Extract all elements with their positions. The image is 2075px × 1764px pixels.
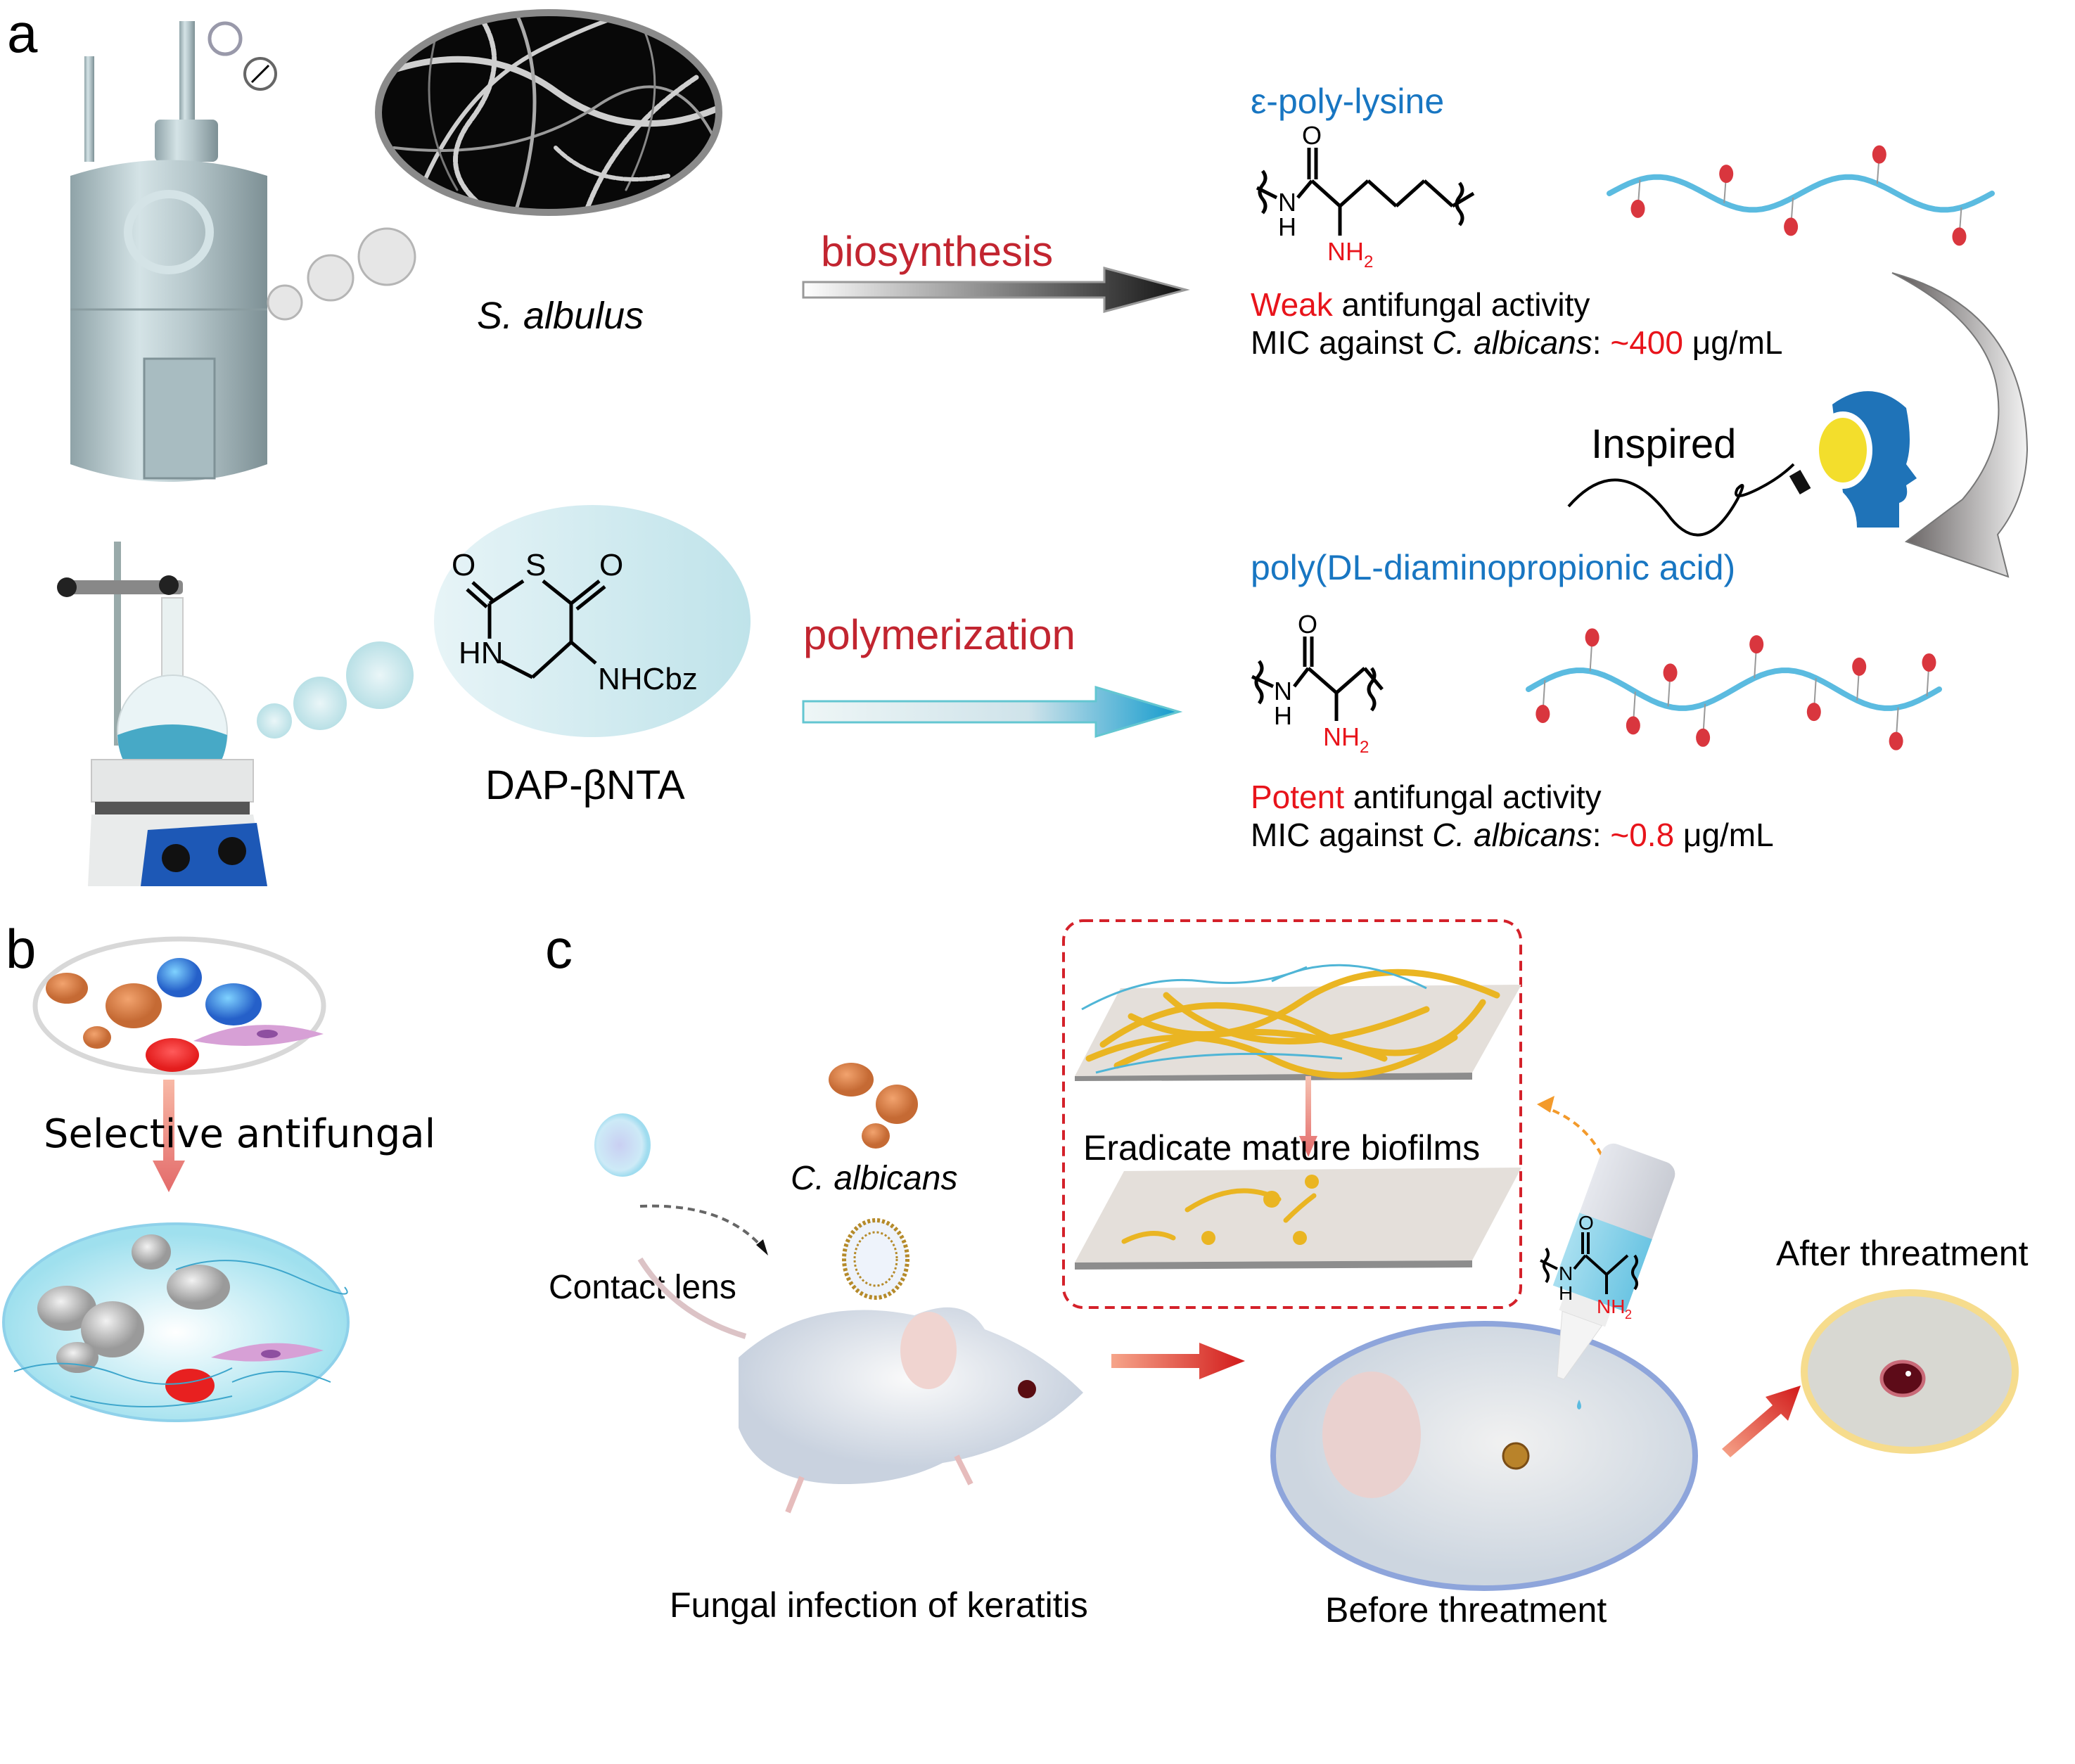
amine-bead	[1536, 704, 1550, 723]
epsilon-poly-lysine-title: ε-poly-lysine	[1251, 82, 1445, 121]
svg-text:NH: NH	[1597, 1296, 1625, 1317]
poly-dap-chain-model	[1526, 628, 1942, 750]
amine-bead	[1626, 716, 1640, 735]
svg-text:O: O	[599, 548, 623, 582]
potent-activity-text: Potent antifungal activity	[1251, 779, 1602, 815]
svg-text:H: H	[1278, 212, 1296, 241]
polymer-strands	[13, 1260, 348, 1407]
epsilon-poly-lysine-structure: O N H NH 2	[1256, 121, 1475, 271]
biosynthesis-label: biosynthesis	[821, 228, 1054, 275]
before-treatment-label: Before threatment	[1325, 1590, 1607, 1630]
svg-text:O: O	[452, 548, 475, 582]
weak-qualifier: Weak	[1251, 286, 1333, 323]
svg-text:HN: HN	[459, 636, 504, 670]
svg-text:S: S	[525, 548, 546, 582]
epsilon-poly-lysine-chain-model	[1607, 145, 1995, 246]
poly-dap-title: poly(DL-diaminopropionic acid)	[1251, 548, 1736, 587]
svg-text:H: H	[1274, 701, 1292, 730]
eye-dropper-bottle	[1552, 1143, 1675, 1410]
selective-antifungal-label: Selective antifungal	[44, 1111, 436, 1157]
thought-bubbles-top	[267, 227, 416, 321]
arrow-to-before	[1111, 1343, 1245, 1379]
amine-bead	[1872, 145, 1886, 164]
after-treatment-circle	[1801, 1289, 2019, 1454]
mouse-illustration	[637, 1257, 1083, 1514]
svg-text:2: 2	[1364, 253, 1373, 271]
polymerization-label: polymerization	[803, 611, 1075, 658]
amine-bead	[1719, 165, 1734, 184]
svg-text:2: 2	[1360, 738, 1369, 757]
infected-lens-icon	[842, 1218, 909, 1300]
fungal-infection-label: Fungal infection of keratitis	[670, 1585, 1088, 1625]
potent-qualifier: Potent	[1251, 779, 1344, 815]
polymer-backbone	[1526, 667, 1942, 711]
biofilm-down-arrow	[1299, 1076, 1317, 1157]
svg-text:O: O	[1578, 1212, 1594, 1234]
biofilm-box	[1062, 919, 1522, 1309]
poly-dap-structure: O N H NH 2	[1251, 610, 1384, 757]
s-albulus-label: S. albulus	[477, 295, 644, 337]
svg-text:N: N	[1278, 188, 1296, 217]
lightbulb-head-icon	[1567, 391, 1917, 537]
amine-bead	[1630, 199, 1645, 218]
carbonyl-o: O	[1302, 121, 1322, 150]
svg-text:N: N	[1559, 1263, 1573, 1284]
mic-top-value: ~400	[1610, 324, 1683, 361]
arrow-to-after	[1722, 1386, 1801, 1457]
mic-bottom-value: ~0.8	[1610, 817, 1675, 853]
svg-text:2: 2	[1625, 1308, 1632, 1322]
polymer-backbone	[1607, 174, 1995, 213]
svg-text:O: O	[1298, 610, 1317, 639]
panel-label-b: b	[6, 918, 37, 980]
amine-bead	[1585, 628, 1600, 647]
svg-text:NH: NH	[1327, 237, 1364, 266]
weak-activity-text: Weak antifungal activity	[1251, 286, 1590, 323]
c-albicans-cells	[829, 1063, 918, 1149]
after-treatment-label: After threatment	[1776, 1234, 2029, 1273]
biosynthesis-arrow	[802, 267, 1190, 313]
cells-before-contents	[46, 958, 324, 1072]
amine-bead	[1922, 653, 1936, 672]
panel-label-c: c	[545, 918, 573, 980]
thought-bubbles-bottom	[257, 641, 414, 739]
dap-bnta-label: DAP-βNTA	[485, 762, 685, 808]
fermenter-tank-illustration	[70, 21, 277, 482]
eradicate-biofilms-label: Eradicate mature biofilms	[1083, 1128, 1481, 1168]
curved-down-arrow	[1891, 272, 2029, 578]
cells-after-ellipse	[2, 1222, 350, 1422]
contact-lens-icon	[594, 1113, 651, 1177]
amine-bead	[1784, 217, 1799, 236]
amine-bead	[1663, 663, 1678, 682]
s-albulus-micrograph	[375, 9, 722, 216]
mic-top-text: MIC against C. albicans: ~400 μg/mL	[1251, 324, 1783, 361]
svg-text:H: H	[1559, 1282, 1573, 1304]
amine-bead	[1806, 703, 1821, 722]
dap-bnta-structure-bubble: O S O HN NHCbz	[434, 505, 751, 737]
amine-bead	[1889, 731, 1903, 750]
panel-label-a: a	[7, 2, 38, 64]
selective-antifungal-arrow	[153, 1080, 185, 1192]
amine-bead	[1696, 728, 1711, 747]
amine-bead	[1749, 635, 1764, 654]
amine-bead	[1952, 227, 1967, 246]
c-albicans-label: C. albicans	[791, 1160, 958, 1197]
amine-bead	[1852, 657, 1867, 676]
svg-text:NH: NH	[1323, 722, 1360, 751]
before-treatment-circle	[1270, 1321, 1698, 1591]
mic-bottom-text: MIC against C. albicans: ~0.8 μg/mL	[1251, 817, 1774, 853]
inspired-label: Inspired	[1591, 421, 1737, 467]
contact-lens-label: Contact lens	[549, 1269, 736, 1306]
hotplate-stirrer-illustration	[57, 542, 267, 886]
polymerization-arrow	[802, 685, 1183, 739]
dropper-poly-dap-structure: O N H NH 2	[1540, 1212, 1638, 1322]
svg-text:NHCbz: NHCbz	[598, 662, 698, 696]
orange-dashed-arrow	[1537, 1096, 1619, 1225]
svg-text:N: N	[1274, 677, 1292, 705]
